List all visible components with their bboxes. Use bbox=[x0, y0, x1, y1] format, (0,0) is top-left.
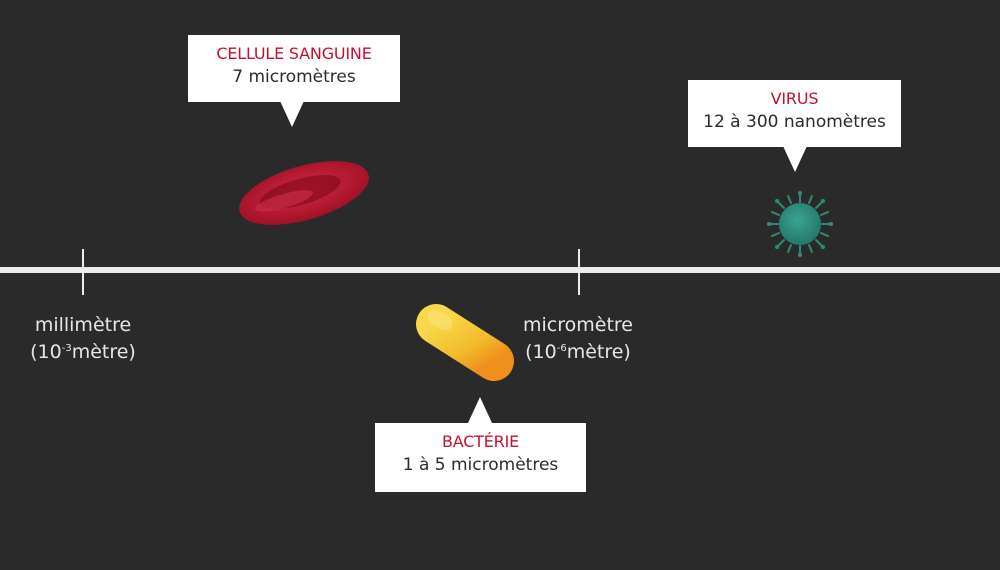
callout-bacterium: BACTÉRIE 1 à 5 micromètres bbox=[375, 423, 586, 492]
callout-title-bacterium: BACTÉRIE bbox=[441, 432, 520, 451]
callout-pointer-bacterium bbox=[468, 397, 492, 423]
callout-pointer-virus bbox=[783, 146, 807, 172]
callout-blood-cell: CELLULE SANGUINE 7 micromètres bbox=[188, 35, 400, 102]
scale-name-millimeter: millimètre bbox=[34, 314, 132, 336]
callout-size-blood-cell: 7 micromètres bbox=[232, 67, 356, 87]
scale-label-millimeter: millimètre (10-3mètre) bbox=[18, 313, 148, 364]
scale-power-millimeter: (10-3mètre) bbox=[18, 337, 148, 364]
scale-power-micrometer: (10-6mètre) bbox=[513, 337, 643, 364]
callout-size-virus: 12 à 300 nanomètres bbox=[703, 112, 886, 132]
callout-pointer-blood-cell bbox=[280, 101, 304, 127]
scale-power-exponent: -3 bbox=[61, 343, 72, 354]
callout-title-virus: VIRUS bbox=[770, 89, 819, 108]
bacterium-illustration bbox=[416, 304, 514, 381]
blood-cell-illustration bbox=[239, 161, 369, 225]
tick-millimeter bbox=[82, 249, 84, 295]
callout-virus: VIRUS 12 à 300 nanomètres bbox=[688, 80, 901, 147]
scale-power-exponent: -6 bbox=[556, 343, 567, 354]
scale-power-suffix: mètre) bbox=[566, 341, 631, 363]
callout-title-blood-cell: CELLULE SANGUINE bbox=[216, 44, 372, 63]
scale-power-prefix: (10 bbox=[30, 341, 62, 363]
tick-micrometer bbox=[578, 249, 580, 295]
scale-label-micrometer: micromètre (10-6mètre) bbox=[513, 313, 643, 364]
scale-power-prefix: (10 bbox=[525, 341, 557, 363]
scale-axis-line bbox=[0, 267, 1000, 273]
scale-name-micrometer: micromètre bbox=[523, 314, 633, 336]
virus-illustration bbox=[767, 191, 833, 257]
callout-size-bacterium: 1 à 5 micromètres bbox=[402, 455, 559, 475]
scale-power-suffix: mètre) bbox=[71, 341, 136, 363]
